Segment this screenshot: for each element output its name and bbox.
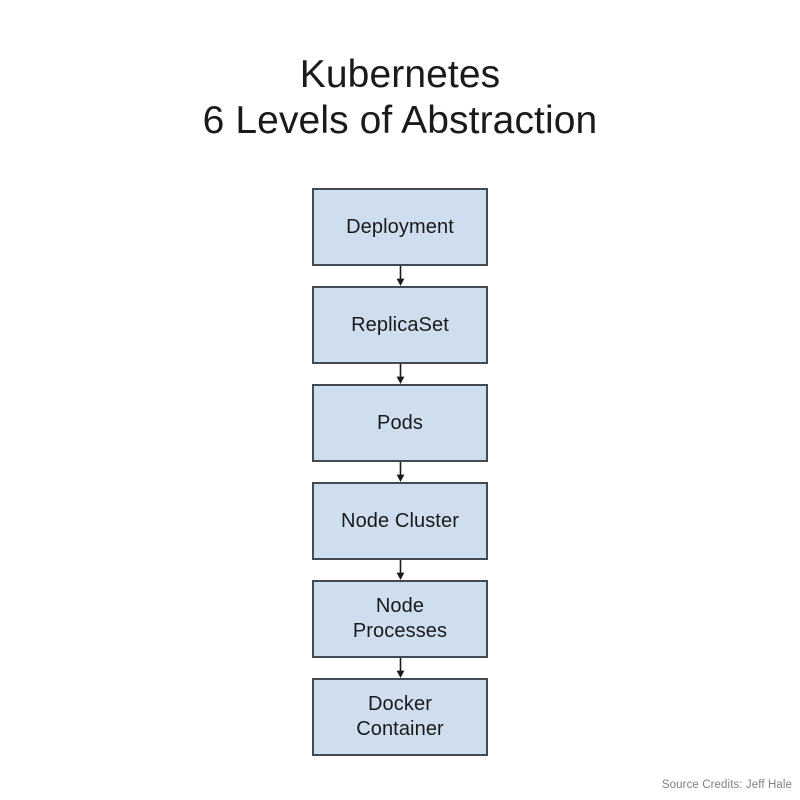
node-label: Deployment xyxy=(346,215,454,238)
flow-node-pods: Pods xyxy=(312,384,488,462)
source-credit: Source Credits: Jeff Hale xyxy=(661,779,792,791)
node-label: Node Cluster xyxy=(341,509,459,532)
node-label: Docker Container xyxy=(356,693,444,740)
arrow-down-icon-4 xyxy=(312,560,488,580)
node-label: ReplicaSet xyxy=(351,313,449,336)
arrow-down-icon-2 xyxy=(312,364,488,384)
flow-node-node-cluster: Node Cluster xyxy=(312,482,488,560)
node-box: Node Cluster xyxy=(312,482,488,560)
title-line-secondary: 6 Levels of Abstraction xyxy=(202,99,598,142)
flow-node-node-processes: Node Processes xyxy=(312,580,488,658)
arrow-down-icon-3 xyxy=(312,462,488,482)
node-box: Docker Container xyxy=(312,678,488,756)
abstraction-flowchart: Deployment ReplicaSet Pods Node xyxy=(312,188,488,756)
flow-node-replicaset: ReplicaSet xyxy=(312,286,488,364)
node-box: Deployment xyxy=(312,188,488,266)
page-title: Kubernetes 6 Levels of Abstraction xyxy=(0,52,800,144)
node-label: Node Processes xyxy=(352,595,448,642)
title-line-primary: Kubernetes xyxy=(299,53,501,96)
node-box: ReplicaSet xyxy=(312,286,488,364)
node-label: Pods xyxy=(377,411,423,434)
node-box: Pods xyxy=(312,384,488,462)
flow-node-docker-container: Docker Container xyxy=(312,678,488,756)
arrow-down-icon-1 xyxy=(312,266,488,286)
node-box: Node Processes xyxy=(312,580,488,658)
flow-node-deployment: Deployment xyxy=(312,188,488,266)
arrow-down-icon-5 xyxy=(312,658,488,678)
